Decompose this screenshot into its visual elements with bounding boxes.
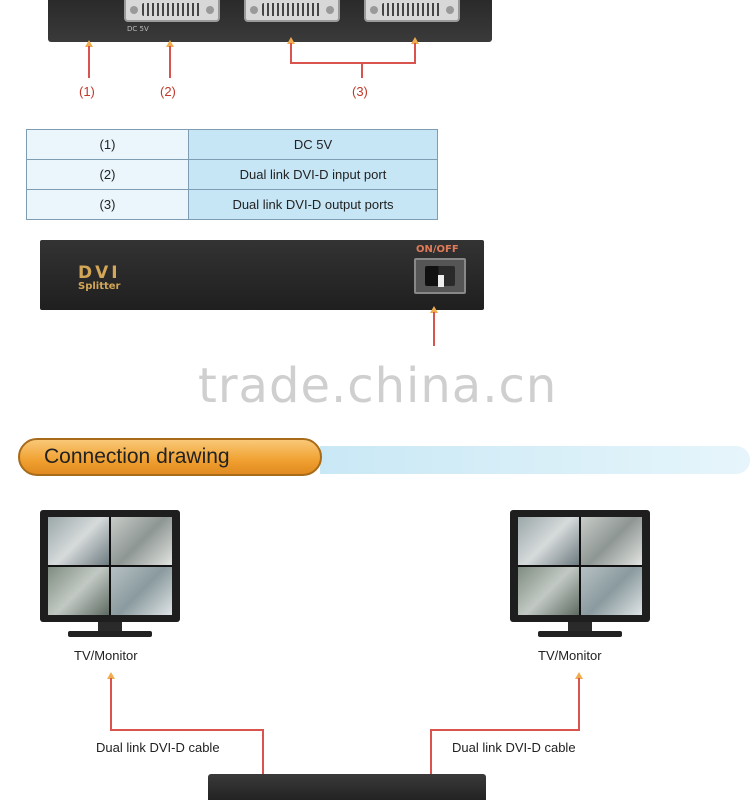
monitor-screen (48, 517, 172, 615)
port-spec-table: (1) DC 5V (2) Dual link DVI-D input port… (26, 129, 438, 220)
cable-right-vertical (578, 678, 580, 730)
table-row: (1) DC 5V (26, 129, 438, 160)
splitter-logo: Splitter (78, 281, 121, 292)
section-banner-bar (320, 446, 750, 474)
callout-3a-arrow (287, 37, 295, 44)
dvi-input-port (124, 0, 220, 22)
callout-2-line (169, 46, 171, 78)
callout-3a-line (290, 43, 292, 63)
callout-3b-arrow (411, 37, 419, 44)
cable-left-label: Dual link DVI-D cable (96, 740, 220, 755)
switch-callout-arrow (430, 306, 438, 313)
row-number: (1) (26, 129, 189, 160)
table-row: (2) Dual link DVI-D input port (26, 159, 438, 190)
callout-3-label: (3) (352, 84, 368, 99)
cable-right-label: Dual link DVI-D cable (452, 740, 576, 755)
watermark: trade.china.cn (198, 358, 558, 414)
monitor-bezel (510, 510, 650, 622)
row-number: (2) (26, 159, 189, 190)
splitter-device-bottom (208, 774, 486, 800)
callout-3-bracket (290, 62, 416, 64)
dc-jack-label: DC 5V (127, 25, 149, 33)
row-description: Dual link DVI-D output ports (188, 189, 438, 220)
splitter-front-panel: DVI Splitter ON/OFF (40, 240, 484, 310)
callout-1-label: (1) (79, 84, 95, 99)
callout-1-line (88, 46, 90, 78)
monitor-right (510, 510, 650, 640)
dvi-output-port-1 (244, 0, 340, 22)
splitter-back-panel: DC 5V (48, 0, 492, 42)
cable-left-drop (262, 729, 264, 779)
cable-left-arrow (107, 672, 115, 679)
monitor-bezel (40, 510, 180, 622)
monitor-left-label: TV/Monitor (74, 648, 138, 663)
row-description: Dual link DVI-D input port (188, 159, 438, 190)
cable-right-arrow (575, 672, 583, 679)
dvi-output-port-2 (364, 0, 460, 22)
table-row: (3) Dual link DVI-D output ports (26, 189, 438, 220)
dvi-logo: DVI (78, 263, 121, 283)
cable-left-vertical (110, 678, 112, 730)
switch-callout-line (433, 312, 435, 346)
section-title: Connection drawing (44, 445, 230, 468)
cable-right-drop (430, 729, 432, 779)
callout-2-label: (2) (160, 84, 176, 99)
section-banner: Connection drawing (18, 438, 322, 476)
callout-1-arrow (85, 40, 93, 47)
row-number: (3) (26, 189, 189, 220)
callout-3-stem (361, 62, 363, 78)
monitor-right-label: TV/Monitor (538, 648, 602, 663)
monitor-screen (518, 517, 642, 615)
power-switch-label: ON/OFF (416, 244, 459, 255)
cable-right-horizontal (430, 729, 580, 731)
callout-3b-line (414, 43, 416, 63)
callout-2-arrow (166, 40, 174, 47)
row-description: DC 5V (188, 129, 438, 160)
power-switch (414, 258, 466, 294)
monitor-left (40, 510, 180, 640)
cable-left-horizontal (110, 729, 264, 731)
